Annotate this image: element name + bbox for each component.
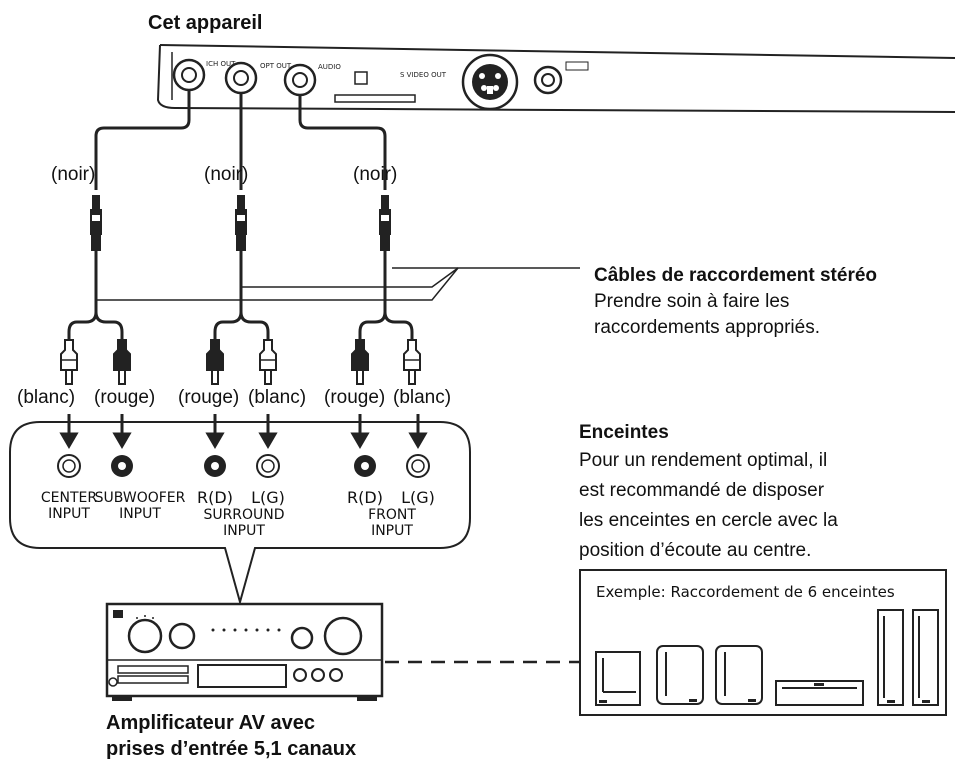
speakers-note-text: Pour un rendement optimal, il — [579, 450, 827, 471]
device-cables — [94, 90, 387, 190]
device-unit: ICH OUT OPT OUT AUDIO S VIDEO OUT — [156, 44, 955, 113]
color-label-noir: (noir) — [51, 164, 95, 185]
amp-input-callout — [9, 421, 471, 606]
front-label: FRONT — [368, 507, 416, 523]
amp-input-jacks — [57, 454, 430, 478]
subwoofer-label: SUBWOOFER — [95, 490, 186, 506]
front-r-label: R(D) — [347, 488, 383, 507]
speaker-example-label: Exemple: Raccordement de 6 enceintes — [596, 583, 895, 601]
surround-r-label: R(D) — [197, 488, 233, 507]
center-label: INPUT — [48, 506, 90, 522]
speakers-note-text: est recommandé de disposer — [579, 480, 825, 501]
speaker-subwoofer — [595, 651, 641, 706]
speaker-front — [877, 609, 904, 706]
speakers-note-text: les enceintes en cercle avec la — [579, 510, 838, 531]
color-label-blanc: (blanc) — [17, 387, 75, 408]
center-label: CENTER — [41, 490, 97, 506]
color-label-noir: (noir) — [353, 164, 397, 185]
rca-plug-white — [60, 339, 78, 385]
jack-label: S VIDEO OUT — [400, 71, 447, 79]
speakers-note-text: position d’écoute au centre. — [579, 540, 811, 561]
mini-plug — [90, 195, 102, 251]
cable-note-text: Prendre soin à faire les — [594, 291, 789, 312]
jack-label: AUDIO — [318, 63, 341, 71]
rca-plug-red — [113, 339, 131, 385]
cable-note-text: raccordements appropriés. — [594, 317, 820, 338]
color-label-blanc: (blanc) — [393, 387, 451, 408]
speakers-note-title: Enceintes — [579, 422, 669, 443]
speaker-surround — [715, 645, 763, 705]
cable-note-leader — [96, 267, 580, 301]
surround-l-label: L(G) — [251, 488, 285, 507]
subwoofer-label: INPUT — [119, 506, 161, 522]
rca-plug-red — [206, 339, 224, 385]
jack-label: ICH OUT — [206, 60, 236, 68]
rca-plug-red — [351, 339, 369, 385]
mini-plug — [235, 195, 247, 251]
color-label-rouge: (rouge) — [94, 387, 155, 408]
speaker-front — [912, 609, 939, 706]
speaker-surround — [656, 645, 704, 705]
cable-note-title: Câbles de raccordement stéréo — [594, 265, 877, 286]
surround-label: SURROUND — [203, 507, 284, 523]
mini-plug — [379, 195, 391, 251]
front-label: INPUT — [371, 523, 413, 539]
device-title: Cet appareil — [148, 12, 262, 34]
rca-plug-white — [403, 339, 421, 385]
speaker-set — [595, 609, 939, 706]
surround-label: INPUT — [223, 523, 265, 539]
connection-arrows — [59, 414, 428, 449]
jack-label: OPT OUT — [260, 62, 292, 70]
amplifier-label: Amplificateur AV avec — [106, 712, 315, 734]
av-amplifier — [105, 602, 384, 701]
amp-input-labels: CENTER INPUT SUBWOOFER INPUT R(D) L(G) S… — [41, 488, 435, 539]
color-label-rouge: (rouge) — [324, 387, 385, 408]
rca-plug-white — [259, 339, 277, 385]
split-cables — [67, 251, 414, 340]
amplifier-label: prises d’entrée 5,1 canaux — [106, 738, 356, 760]
color-label-blanc: (blanc) — [248, 387, 306, 408]
color-label-noir: (noir) — [204, 164, 248, 185]
front-l-label: L(G) — [401, 488, 435, 507]
color-label-rouge: (rouge) — [178, 387, 239, 408]
